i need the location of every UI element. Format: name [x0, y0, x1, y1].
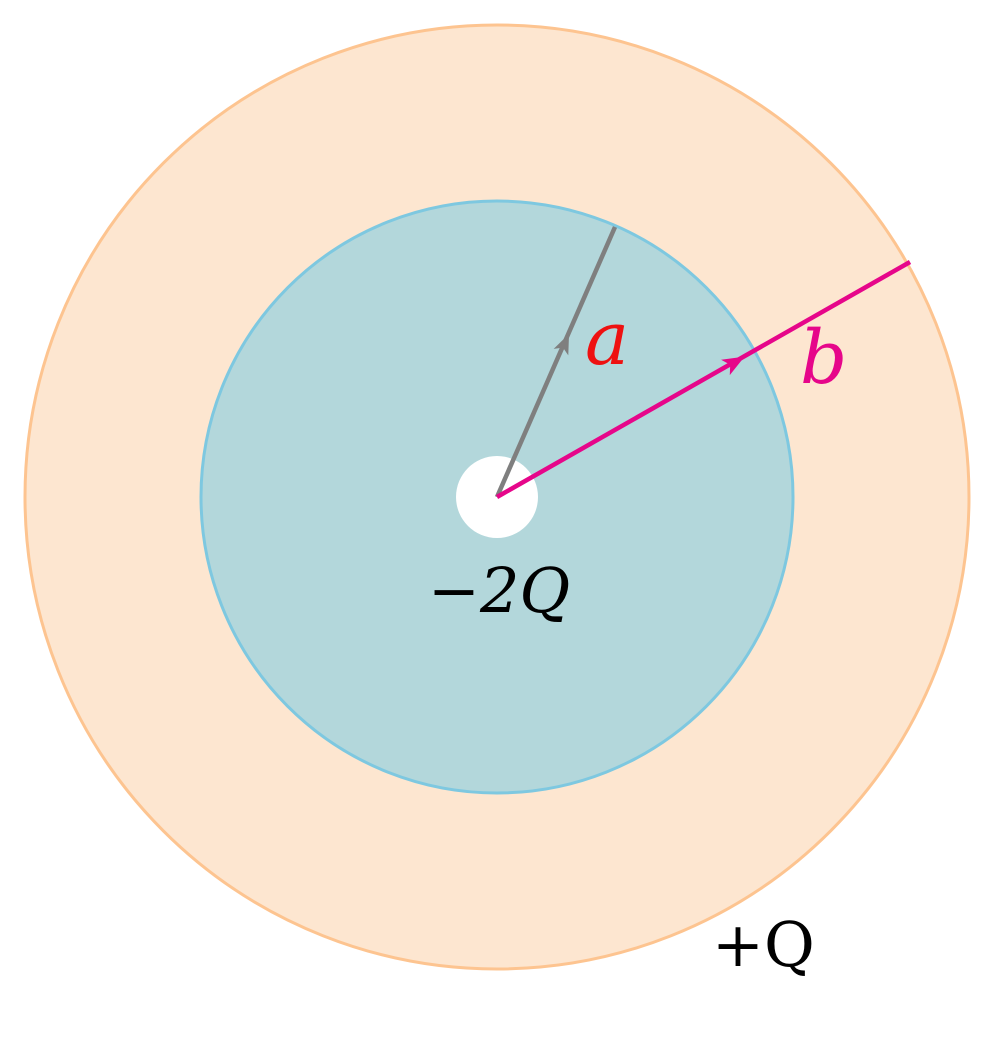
radius-a-label: a	[585, 296, 629, 382]
radius-b-line	[495, 260, 912, 499]
radius-b-label: b	[800, 315, 847, 401]
outer-charge-label: +Q	[712, 908, 815, 981]
radius-a-line	[494, 226, 618, 498]
inner-charge-label: −2Q	[428, 554, 570, 627]
